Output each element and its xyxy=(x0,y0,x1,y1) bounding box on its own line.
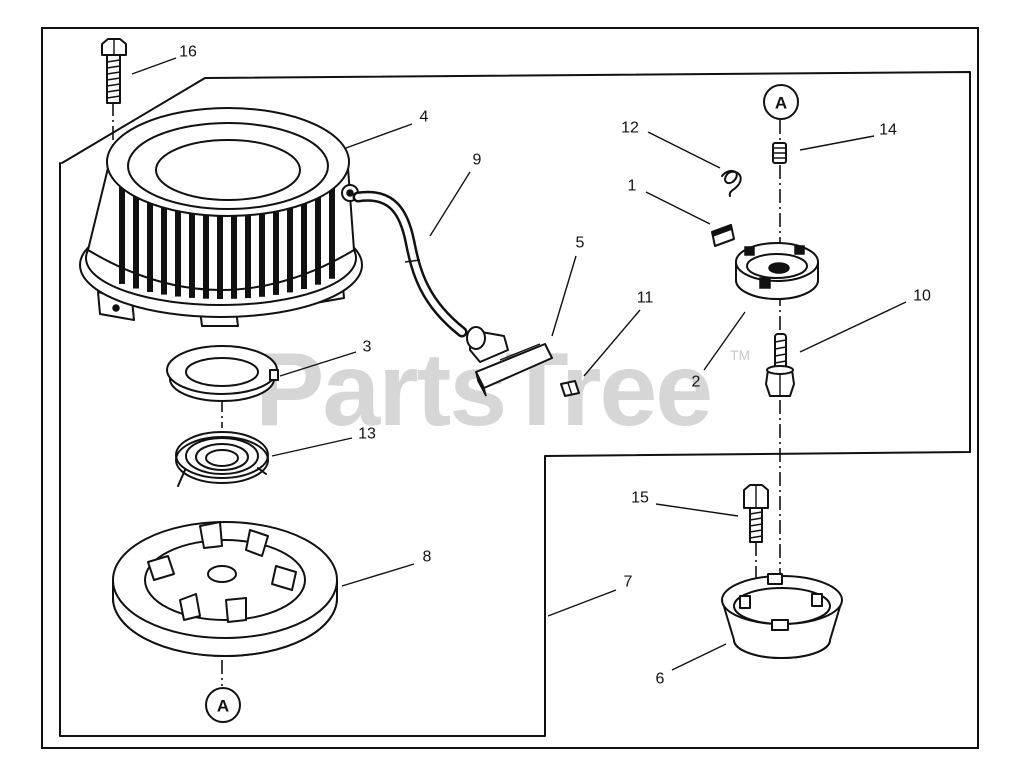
leader-14 xyxy=(799,135,875,151)
part-12-spring xyxy=(721,170,742,197)
cam-slot-left xyxy=(744,246,755,256)
callout-5: 5 xyxy=(576,235,585,252)
housing-fin xyxy=(287,204,293,293)
housing-fin xyxy=(273,207,279,295)
part-11-insert xyxy=(560,380,580,397)
handle-grip-shadow xyxy=(475,371,487,397)
plate-center xyxy=(185,357,259,387)
housing-fin xyxy=(231,211,237,299)
outer-frame xyxy=(41,27,979,749)
pulley-tabs xyxy=(147,521,297,623)
callouts: 1 2 3 4 5 6 7 8 9 10 11 12 13 14 15 16 xyxy=(179,44,931,688)
leader-3 xyxy=(279,351,357,377)
housing-fin xyxy=(245,211,251,299)
callout-2: 2 xyxy=(692,374,701,391)
part-10-stud xyxy=(765,333,795,397)
callout-10: 10 xyxy=(913,288,931,305)
housing-fin xyxy=(315,194,321,285)
cam-slot-right xyxy=(794,245,805,255)
housing-fin xyxy=(301,200,307,290)
cam-slot-front xyxy=(759,277,771,289)
housing-window xyxy=(155,139,301,201)
callout-12: 12 xyxy=(621,120,639,137)
cam-hub xyxy=(768,262,790,274)
callout-7: 7 xyxy=(624,574,633,591)
part-6-cup xyxy=(721,573,843,659)
leader-6 xyxy=(671,643,727,671)
part-16-bolt xyxy=(101,38,127,104)
housing-fin xyxy=(203,211,209,299)
reference-marker-bottom: A xyxy=(205,687,241,723)
leader-11 xyxy=(583,309,641,377)
callout-15: 15 xyxy=(631,490,649,507)
callout-1: 1 xyxy=(628,178,637,195)
cup-slot-left xyxy=(739,595,751,609)
part-2-cam xyxy=(735,242,819,300)
part-3-plate xyxy=(166,345,279,402)
plate-tab xyxy=(269,369,279,381)
housing-fin xyxy=(119,184,125,284)
housing-fin xyxy=(189,209,195,298)
callout-6: 6 xyxy=(656,671,665,688)
callout-4: 4 xyxy=(420,109,429,126)
leader-7 xyxy=(547,589,617,617)
part-1-pawl xyxy=(711,224,735,247)
callout-3: 3 xyxy=(363,339,372,356)
leader-1 xyxy=(645,191,711,225)
leader-13 xyxy=(271,437,353,457)
part-9-rope xyxy=(352,190,468,338)
marker-label-top: A xyxy=(775,94,787,113)
part-15-bolt xyxy=(743,484,769,543)
leader-4 xyxy=(345,123,413,149)
marker-label-bottom: A xyxy=(217,697,229,716)
pulley-hub xyxy=(207,565,237,583)
housing-fin xyxy=(175,207,181,297)
housing-fin xyxy=(161,203,167,295)
cup-slot-right xyxy=(811,593,823,607)
marker-circle-top xyxy=(763,84,799,120)
callout-11: 11 xyxy=(637,290,654,307)
marker-circle-bottom xyxy=(205,687,241,723)
housing-fins xyxy=(119,184,335,299)
housing-fin xyxy=(147,199,153,292)
leader-16 xyxy=(131,57,177,75)
callout-8: 8 xyxy=(423,549,432,566)
callout-14: 14 xyxy=(879,122,897,139)
callout-9: 9 xyxy=(473,152,482,169)
callout-13: 13 xyxy=(358,426,376,443)
leader-5 xyxy=(551,255,577,337)
leader-8 xyxy=(341,563,415,587)
housing-fin xyxy=(259,209,265,297)
part-4-housing xyxy=(79,107,363,327)
watermark-trademark: TM xyxy=(730,347,750,363)
leader-2 xyxy=(703,311,746,371)
assembly-outline xyxy=(59,71,971,737)
housing-fin xyxy=(133,193,139,289)
leader-10 xyxy=(799,301,907,353)
leader-9 xyxy=(429,171,471,237)
cup-slot-front xyxy=(771,619,789,631)
handle-stem-end xyxy=(466,326,486,350)
part-13-spring xyxy=(175,431,269,487)
part-5-handle xyxy=(466,326,553,397)
housing-fin xyxy=(329,185,335,279)
reference-marker-top: A xyxy=(763,84,799,120)
leader-12 xyxy=(647,131,721,169)
part-14-screw xyxy=(772,142,787,164)
callout-16: 16 xyxy=(179,44,197,61)
part-8-pulley xyxy=(112,521,338,657)
housing-fin xyxy=(217,211,223,299)
leader-15 xyxy=(655,503,739,517)
cup-slot-top xyxy=(767,573,783,585)
leader-lines xyxy=(131,57,907,671)
